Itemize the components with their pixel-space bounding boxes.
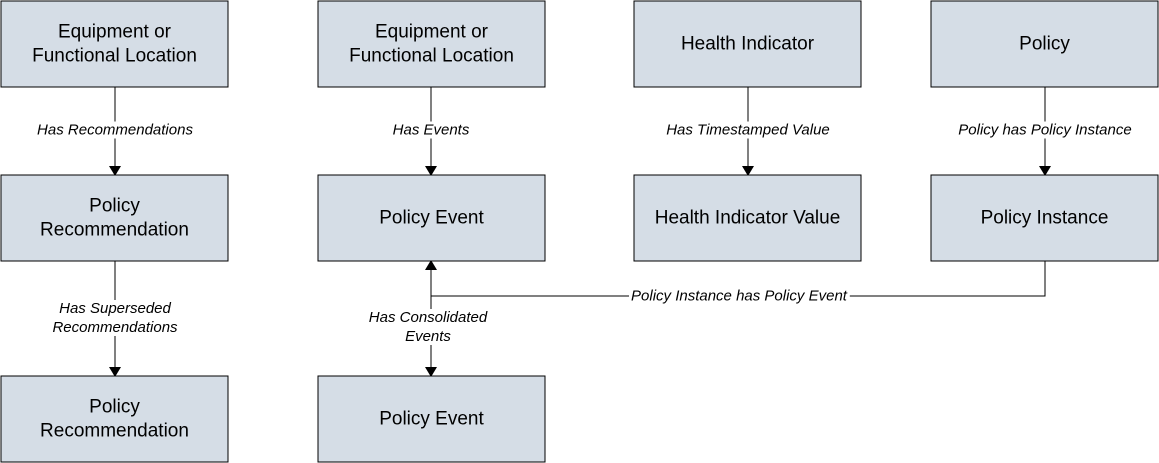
edge-label-text: Policy Instance has Policy Event <box>631 288 848 305</box>
node-label: Recommendation <box>40 421 189 442</box>
node-label: Policy <box>89 397 140 418</box>
edge-label-has-events: Has Events <box>390 121 472 139</box>
node-policy-event-1: Policy Event <box>317 174 546 262</box>
edge-label-text: Has Timestamped Value <box>666 122 830 139</box>
node-label: Functional Location <box>32 46 197 67</box>
node-label: Policy Event <box>379 409 484 430</box>
node-health-indicator-value: Health Indicator Value <box>633 174 862 262</box>
node-equipment-1: Equipment or Functional Location <box>0 0 229 88</box>
node-box <box>0 0 229 88</box>
node-box <box>930 0 1159 88</box>
node-health-indicator: Health Indicator <box>633 0 862 88</box>
node-box <box>317 375 546 463</box>
edge-label-text: Has Superseded <box>59 300 171 317</box>
edge-label-background <box>629 287 850 305</box>
edge-label-background <box>956 121 1134 139</box>
edge-label-policy-has-policy-instance: Policy has Policy Instance <box>956 121 1134 139</box>
node-label: Equipment or <box>58 22 172 43</box>
node-policy-instance: Policy Instance <box>930 174 1159 262</box>
edge-label-background <box>390 121 472 139</box>
node-label: Equipment or <box>375 22 489 43</box>
node-label: Policy Instance <box>981 208 1109 229</box>
node-box <box>930 174 1159 262</box>
edge-label-has-timestamped-value: Has Timestamped Value <box>664 121 832 139</box>
edge-label-policy-instance-has-policy-event: Policy Instance has Policy Event <box>629 287 850 305</box>
node-box <box>317 0 546 88</box>
edge-label-text: Events <box>405 328 451 345</box>
edge-label-has-recommendations: Has Recommendations <box>35 121 196 139</box>
node-box <box>633 0 862 88</box>
node-box <box>0 375 229 463</box>
node-label: Policy <box>89 196 140 217</box>
node-label: Health Indicator Value <box>655 208 841 229</box>
edge-label-background <box>366 309 490 345</box>
node-label: Recommendation <box>40 220 189 241</box>
node-policy-event-2: Policy Event <box>317 375 546 463</box>
node-box <box>0 174 229 262</box>
node-box <box>317 174 546 262</box>
node-label: Policy <box>1019 34 1070 55</box>
edge-label-text: Has Recommendations <box>37 122 193 139</box>
edge-label-text: Policy has Policy Instance <box>958 122 1131 139</box>
edge-label-text: Has Events <box>393 122 470 139</box>
edge-label-text: Recommendations <box>52 319 178 336</box>
edge-label-background <box>50 300 181 336</box>
node-label: Functional Location <box>349 46 514 67</box>
node-label: Health Indicator <box>681 34 815 55</box>
node-policy: Policy <box>930 0 1159 88</box>
edge-label-background <box>664 121 832 139</box>
node-equipment-2: Equipment or Functional Location <box>317 0 546 88</box>
edge-label-background <box>35 121 196 139</box>
node-label: Policy Event <box>379 208 484 229</box>
edge-label-text: Has Consolidated <box>369 309 488 326</box>
node-box <box>633 174 862 262</box>
